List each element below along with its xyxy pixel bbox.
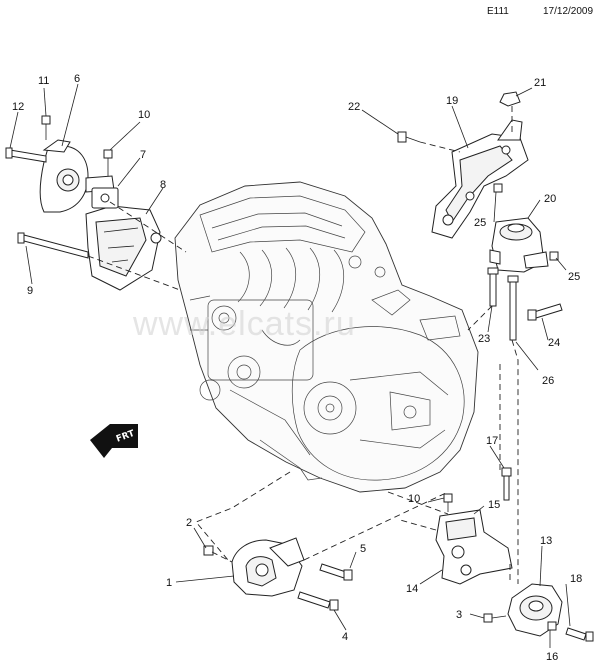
callout-17: 17 <box>486 435 498 447</box>
callout-24: 24 <box>548 337 560 349</box>
bolt-16 <box>547 621 557 631</box>
bolt-24 <box>527 303 563 321</box>
nut-21 <box>499 91 521 107</box>
upper-right-mount-bracket <box>431 119 529 239</box>
callout-18: 18 <box>570 573 582 585</box>
callout-19: 19 <box>446 95 458 107</box>
callout-22: 22 <box>348 101 360 113</box>
diagram-code: E111 <box>487 6 509 17</box>
upper-left-mount-bracket <box>85 187 162 291</box>
callout-16: 16 <box>546 651 558 662</box>
diagram-date: 17/12/2009 <box>543 6 593 17</box>
callout-15: 15 <box>488 499 500 511</box>
callout-13: 13 <box>540 535 552 547</box>
bolt-22 <box>397 131 421 143</box>
callout-1: 1 <box>166 577 172 589</box>
callout-6: 6 <box>74 73 80 85</box>
callout-10-lower: 10 <box>408 493 420 505</box>
leader-lines <box>9 83 571 648</box>
bolt-3 <box>483 613 507 623</box>
engine-transaxle-assembly <box>174 181 479 493</box>
callout-25-upper: 25 <box>474 217 486 229</box>
bolt-11 <box>41 115 51 140</box>
bolt-17 <box>501 467 512 501</box>
bolt-10-lower <box>443 493 453 512</box>
lower-front-engine-mount <box>231 537 305 597</box>
bolt-5 <box>319 563 353 581</box>
bolt-9 <box>17 232 89 259</box>
callout-2: 2 <box>186 517 192 529</box>
callout-8: 8 <box>160 179 166 191</box>
callout-7: 7 <box>140 149 146 161</box>
bolt-4 <box>297 591 339 611</box>
callout-9: 9 <box>27 285 33 297</box>
watermark-text: www.elcats.ru <box>132 305 356 343</box>
front-arrow-icon <box>90 424 138 458</box>
callout-11: 11 <box>38 75 49 87</box>
callout-23: 23 <box>478 333 490 345</box>
callout-10-upper: 10 <box>138 109 150 121</box>
callout-12: 12 <box>12 101 24 113</box>
callout-5: 5 <box>360 543 366 555</box>
callout-25-lower: 25 <box>568 271 580 283</box>
callout-3: 3 <box>456 609 462 621</box>
upper-right-engine-mount <box>489 217 549 273</box>
nut-25-lower <box>549 251 559 261</box>
lower-rear-mount-bracket <box>435 509 513 585</box>
bolt-26 <box>507 275 519 341</box>
nut-2 <box>203 545 214 556</box>
bolt-12 <box>5 147 47 163</box>
nut-25-upper <box>493 183 503 193</box>
bolt-18 <box>565 627 594 642</box>
bolt-10-upper <box>103 149 113 176</box>
bolt-23 <box>487 267 499 307</box>
callout-21: 21 <box>534 77 546 89</box>
callout-20: 20 <box>544 193 556 205</box>
callout-26: 26 <box>542 375 554 387</box>
callout-4: 4 <box>342 631 348 643</box>
callout-numbers: 1 2 3 4 5 6 7 8 9 10 10 11 12 13 14 15 1… <box>12 73 582 662</box>
callout-14: 14 <box>406 583 418 595</box>
assembly-lines <box>87 106 519 584</box>
